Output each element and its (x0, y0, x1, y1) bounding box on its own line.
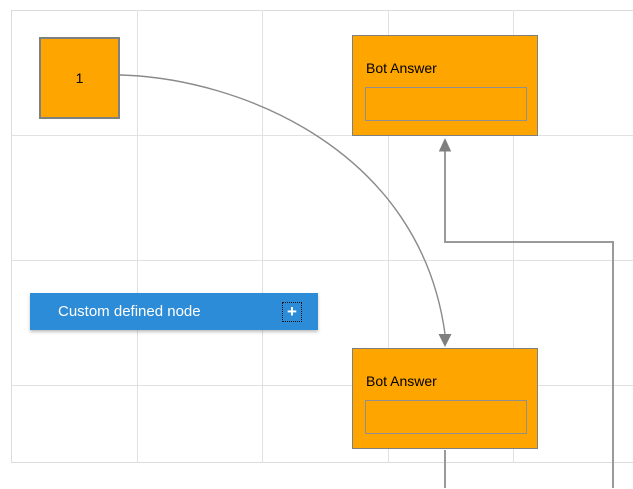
canvas-border-bottom (11, 462, 633, 463)
node-start-label: 1 (75, 70, 84, 86)
bot-answer-input[interactable] (365, 87, 527, 121)
grid-line-horizontal (11, 385, 633, 386)
grid-line-vertical (137, 10, 138, 463)
canvas-border-left (11, 10, 12, 463)
grid-line-horizontal (11, 260, 633, 261)
grid-line-vertical (513, 10, 514, 463)
bot-answer-input[interactable] (365, 400, 527, 434)
node-custom-defined[interactable]: Custom defined node + (30, 293, 318, 330)
arrowhead-up-icon (438, 138, 452, 152)
node-title: Bot Answer (366, 373, 437, 389)
connector-orthogonal[interactable] (438, 138, 614, 488)
node-title: Bot Answer (366, 60, 437, 76)
grid-line-vertical (262, 10, 263, 463)
add-button[interactable]: + (282, 301, 302, 322)
plus-icon: + (287, 301, 297, 321)
node-bot-answer-top[interactable]: Bot Answer (352, 35, 538, 136)
connector-curve[interactable] (119, 74, 452, 347)
arrowhead-down-icon (438, 334, 452, 347)
node-start[interactable]: 1 (39, 37, 120, 119)
grid-line-vertical (388, 10, 389, 463)
custom-node-label: Custom defined node (58, 303, 201, 320)
grid-line-horizontal (11, 135, 633, 136)
canvas-border-top (11, 10, 633, 11)
node-bot-answer-bottom[interactable]: Bot Answer (352, 348, 538, 449)
